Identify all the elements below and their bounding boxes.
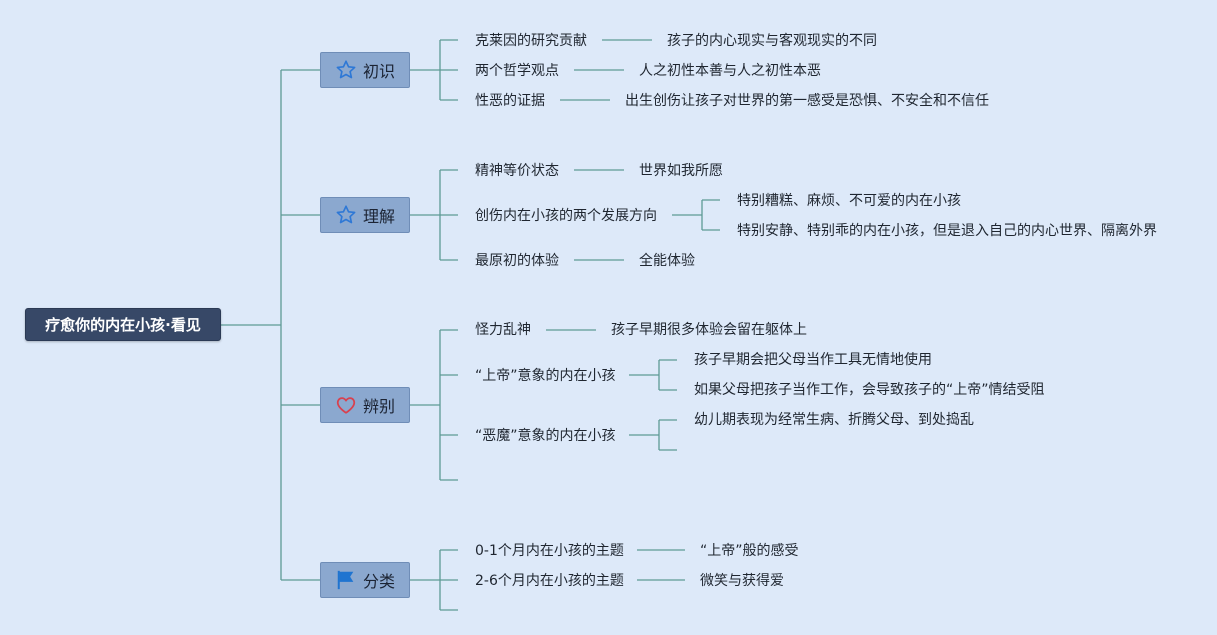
branch-node-bianbie[interactable]: 辨别 (320, 387, 410, 423)
subtopic-node[interactable]: 人之初性本善与人之初性本恶 (639, 63, 821, 79)
subtopic-node[interactable]: 孩子的内心现实与客观现实的不同 (667, 33, 877, 49)
subtopic-node[interactable]: “上帝”般的感受 (700, 543, 799, 559)
subtopic-node[interactable]: 幼儿期表现为经常生病、折腾父母、到处捣乱 (694, 412, 974, 428)
topic-node[interactable]: 精神等价状态 (475, 163, 559, 179)
branch-node-chushi[interactable]: 初识 (320, 52, 410, 88)
root-node[interactable]: 疗愈你的内在小孩·看见 (25, 308, 221, 341)
subtopic-node[interactable]: 世界如我所愿 (639, 163, 723, 179)
topic-node[interactable]: 2-6个月内在小孩的主题 (475, 573, 624, 589)
topic-node[interactable]: 克莱因的研究贡献 (475, 33, 587, 49)
subtopic-node[interactable]: 全能体验 (639, 253, 695, 269)
subtopic-node[interactable]: 特别安静、特别乖的内在小孩，但是退入自己的内心世界、隔离外界 (737, 223, 1157, 239)
topic-node[interactable]: 两个哲学观点 (475, 63, 559, 79)
star-icon (336, 60, 356, 79)
flag-icon (337, 570, 354, 590)
branch-label: 分类 (362, 572, 395, 591)
root-node-label: 疗愈你的内在小孩·看见 (45, 316, 201, 334)
subtopic-node[interactable]: 孩子早期很多体验会留在躯体上 (611, 322, 807, 338)
topic-node[interactable]: “恶魔”意象的内在小孩 (475, 428, 616, 444)
star-icon (336, 205, 356, 224)
topic-node[interactable]: 怪力乱神 (475, 322, 531, 338)
branch-node-fenlei[interactable]: 分类 (320, 562, 410, 598)
branch-node-lijie[interactable]: 理解 (320, 197, 410, 233)
topic-node[interactable]: 性恶的证据 (475, 93, 545, 109)
heart-icon (336, 397, 356, 414)
subtopic-node[interactable]: 孩子早期会把父母当作工具无情地使用 (694, 352, 932, 368)
subtopic-node[interactable]: 特别糟糕、麻烦、不可爱的内在小孩 (737, 193, 961, 209)
topic-node[interactable]: “上帝”意象的内在小孩 (475, 368, 616, 384)
subtopic-node[interactable]: 出生创伤让孩子对世界的第一感受是恐惧、不安全和不信任 (625, 93, 989, 109)
subtopic-node[interactable]: 微笑与获得爱 (700, 573, 784, 589)
branch-label: 初识 (362, 62, 395, 81)
branch-label: 理解 (362, 207, 395, 226)
topic-node[interactable]: 0-1个月内在小孩的主题 (475, 543, 624, 559)
subtopic-node[interactable]: 如果父母把孩子当作工作，会导致孩子的“上帝”情结受阻 (694, 382, 1045, 398)
topic-node[interactable]: 创伤内在小孩的两个发展方向 (475, 208, 657, 224)
topic-node[interactable]: 最原初的体验 (475, 253, 559, 269)
branch-label: 辨别 (362, 397, 395, 416)
